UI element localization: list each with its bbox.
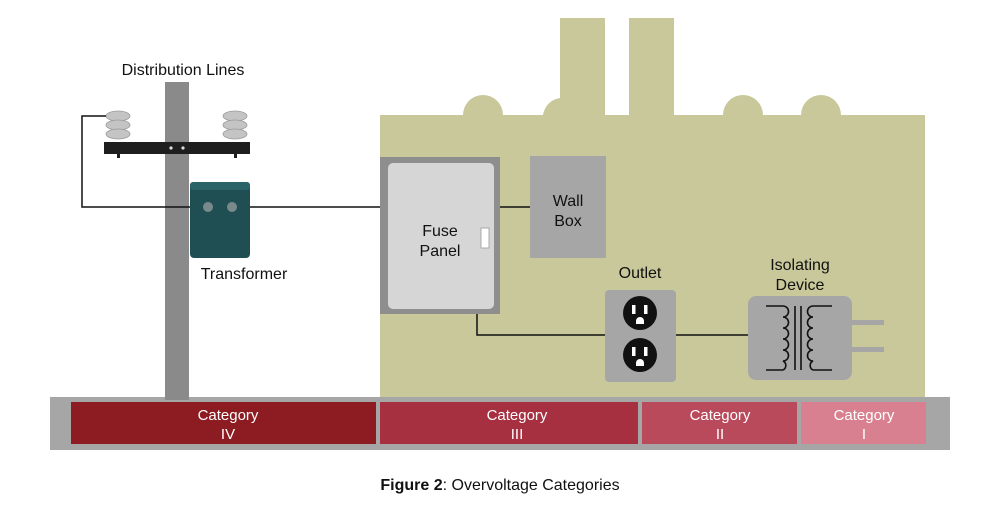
category-iv-numeral: IV bbox=[221, 426, 235, 443]
device-prong bbox=[852, 347, 884, 352]
wire-panel-outlet bbox=[476, 314, 605, 336]
wall-box-label-line1: Wall bbox=[553, 193, 584, 210]
category-i-word: Category bbox=[834, 407, 895, 424]
category-bar-iii bbox=[380, 402, 638, 444]
insulator-pin bbox=[234, 152, 237, 158]
category-iii-numeral: III bbox=[511, 426, 524, 443]
transformer-symbol-icon bbox=[766, 305, 832, 371]
crossarm-bolt bbox=[169, 146, 173, 150]
fuse-panel-label-line1: Fuse bbox=[422, 223, 458, 240]
outlet-socket-icon bbox=[623, 296, 657, 330]
category-bar-i bbox=[801, 402, 926, 444]
fuse-panel bbox=[388, 163, 494, 309]
crossarm bbox=[104, 142, 250, 154]
figure-number: Figure 2 bbox=[380, 477, 443, 494]
category-iii-word: Category bbox=[487, 407, 548, 424]
figure-title: : Overvoltage Categories bbox=[442, 477, 620, 494]
category-ii-numeral: II bbox=[716, 426, 724, 443]
wall-box-label-line2: Box bbox=[554, 213, 582, 230]
distribution-lines-label: Distribution Lines bbox=[122, 62, 245, 79]
fuse-panel-label-line2: Panel bbox=[420, 243, 461, 260]
outlet-plate bbox=[605, 290, 676, 382]
outlet-socket-icon bbox=[623, 338, 657, 372]
crossarm-bolt bbox=[181, 146, 185, 150]
device-prong bbox=[852, 320, 884, 325]
insulator-right-icon bbox=[222, 110, 248, 140]
category-bar-iv bbox=[71, 402, 376, 444]
category-ii-word: Category bbox=[690, 407, 751, 424]
insulator-pin bbox=[117, 152, 120, 158]
wall-box bbox=[530, 156, 606, 258]
insulator-left-icon bbox=[105, 110, 131, 140]
figure-caption: Figure 2: Overvoltage Categories bbox=[0, 477, 1000, 495]
transformer-icon bbox=[190, 182, 250, 258]
isolating-device bbox=[748, 296, 852, 380]
category-iv-word: Category bbox=[198, 407, 259, 424]
category-bar-ii bbox=[642, 402, 797, 444]
isolating-device-label-line1: Isolating bbox=[770, 257, 830, 274]
transformer-label: Transformer bbox=[201, 266, 288, 283]
category-i-numeral: I bbox=[862, 426, 866, 443]
fuse-panel-handle bbox=[480, 227, 490, 249]
isolating-device-label-line2: Device bbox=[776, 277, 825, 294]
utility-pole bbox=[165, 82, 189, 400]
outlet-label: Outlet bbox=[619, 265, 662, 282]
